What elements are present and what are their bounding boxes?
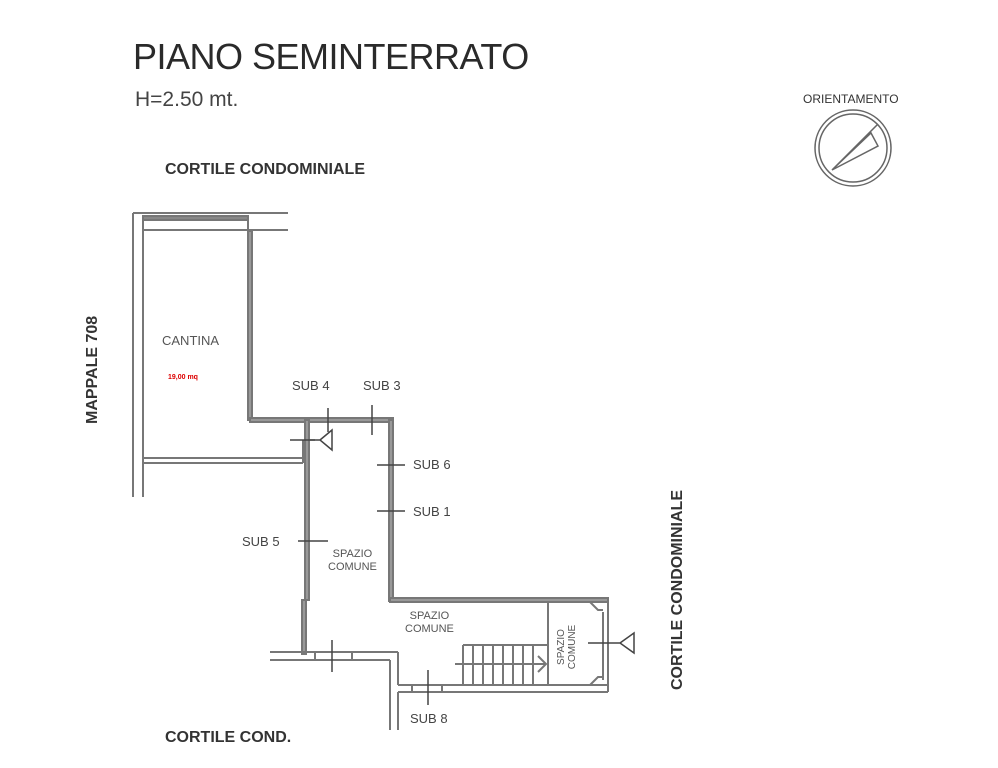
room-area: 19,00 mq xyxy=(168,374,198,381)
room-label-line: COMUNE xyxy=(328,561,377,573)
sub-5-label: SUB 5 xyxy=(242,534,280,549)
sub-4-label: SUB 4 xyxy=(292,378,330,393)
sub-6-label: SUB 6 xyxy=(413,457,451,472)
page-title: PIANO SEMINTERRATO xyxy=(133,36,529,77)
label-top: CORTILE CONDOMINIALE xyxy=(165,161,365,178)
sub-3-label: SUB 3 xyxy=(363,378,401,393)
room-label-line: SPAZIO xyxy=(409,610,450,622)
sub-1-label: SUB 1 xyxy=(413,504,451,519)
compass-icon xyxy=(814,109,892,187)
room-cantina: CANTINA xyxy=(162,333,220,348)
room-label-line: SPAZIO xyxy=(332,548,373,560)
label-left: MAPPALE 708 xyxy=(84,315,101,424)
orientation-label: ORIENTAMENTO xyxy=(803,92,899,106)
room-spazio-comune-3: SPAZIO COMUNE xyxy=(556,624,578,670)
sub-8-label: SUB 8 xyxy=(410,711,448,726)
staircase xyxy=(455,645,548,685)
height-note: H=2.50 mt. xyxy=(135,88,239,111)
room-spazio-comune-1: SPAZIO COMUNE xyxy=(328,548,377,574)
label-bottom: CORTILE COND. xyxy=(165,729,292,746)
label-right: CORTILE CONDOMINIALE xyxy=(669,490,686,690)
room-label-line: COMUNE xyxy=(405,623,454,635)
room-spazio-comune-2: SPAZIO COMUNE xyxy=(405,610,454,636)
